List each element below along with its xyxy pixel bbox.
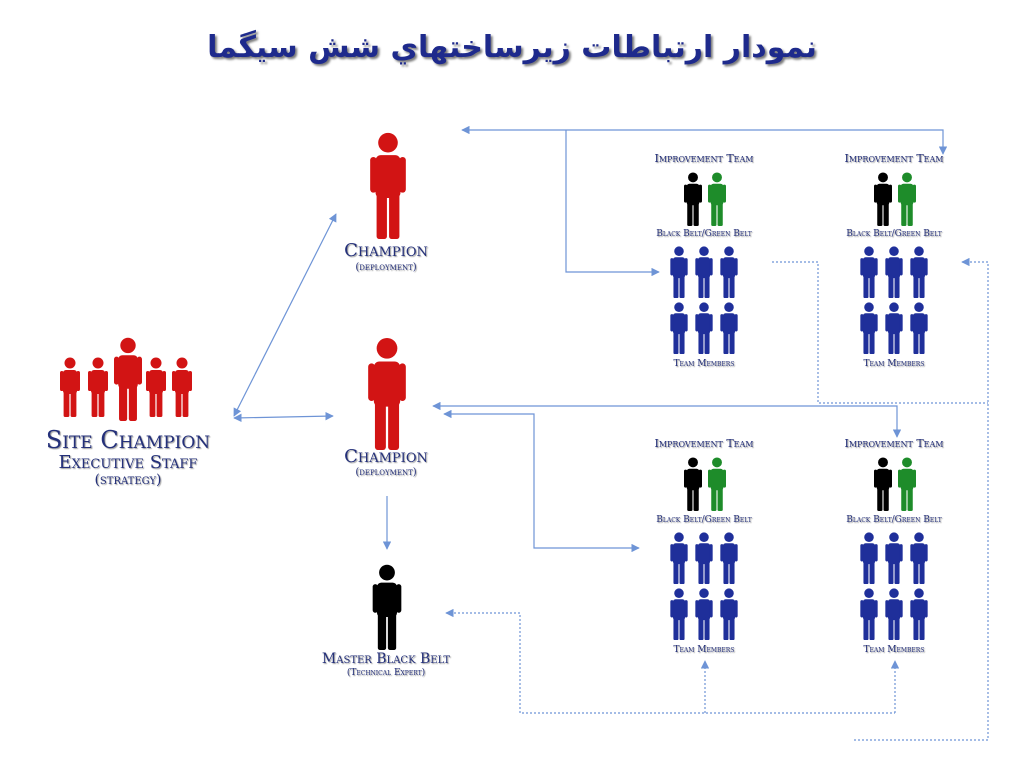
team-2-title: Improvement Team bbox=[844, 152, 944, 165]
link-champion-2-team-3 bbox=[443, 409, 640, 553]
team-4-figures bbox=[860, 457, 928, 640]
team-1-belt-label: Black Belt/Green Belt bbox=[656, 229, 752, 239]
link-champion-1-team-2 bbox=[461, 125, 948, 155]
team-1-title: Improvement Team bbox=[654, 152, 754, 165]
dotted-master-team-3-team-4 bbox=[445, 608, 895, 714]
link-champion-2-team-4 bbox=[432, 401, 902, 438]
dotted-team-2-loop bbox=[852, 257, 989, 741]
master-black-belt-label: Master Black Belt bbox=[321, 651, 451, 667]
team-1-members-label: Team Members bbox=[673, 359, 735, 369]
team-2-belt-label: Black Belt/Green Belt bbox=[846, 229, 942, 239]
champion-2-figure bbox=[368, 337, 406, 450]
dotted-team-1-team-2 bbox=[772, 261, 988, 404]
team-4-members-label: Team Members bbox=[863, 645, 925, 655]
page-title: نمودار ارتباطات زيرساختهاي شش سيگما bbox=[207, 30, 817, 65]
site-champion-label: Site Champion bbox=[45, 426, 211, 454]
team-4-title: Improvement Team bbox=[844, 437, 944, 450]
link-champion-1-team-1 bbox=[565, 130, 660, 277]
site-champion-figures bbox=[60, 337, 192, 421]
connectors bbox=[233, 125, 989, 741]
champion-1-figure bbox=[370, 132, 406, 239]
executive-staff-label: Executive Staff bbox=[58, 452, 198, 473]
technical-expert-label: (Technical Expert) bbox=[346, 668, 426, 678]
team-3-belt-label: Black Belt/Green Belt bbox=[656, 515, 752, 525]
champion-2-label: Champion bbox=[344, 446, 428, 467]
team-2-members-label: Team Members bbox=[863, 359, 925, 369]
team-2-figures bbox=[860, 172, 928, 354]
team-1-figures bbox=[670, 172, 738, 354]
master-black-belt-figure bbox=[372, 564, 402, 650]
arrow-site-to-champion-1 bbox=[233, 213, 337, 417]
champion-2-deployment-label: (deployment) bbox=[355, 467, 417, 478]
arrow-site-to-champion-2 bbox=[233, 411, 334, 423]
strategy-label: (strategy) bbox=[94, 472, 162, 488]
team-3-members-label: Team Members bbox=[673, 645, 735, 655]
team-3-figures bbox=[670, 457, 738, 640]
champion-1-label: Champion bbox=[344, 240, 428, 261]
team-3-title: Improvement Team bbox=[654, 437, 754, 450]
champion-1-deployment-label: (deployment) bbox=[355, 262, 417, 273]
team-4-belt-label: Black Belt/Green Belt bbox=[846, 515, 942, 525]
